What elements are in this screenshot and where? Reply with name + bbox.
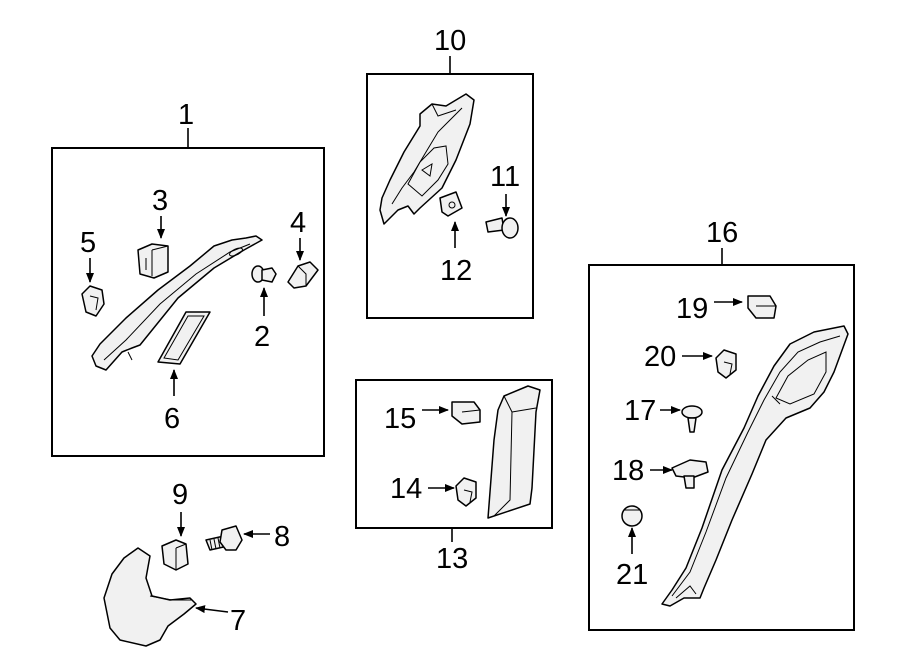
group-1-a-pillar-trim: 1 3 xyxy=(51,99,325,457)
group-16-c-pillar-trim: 16 19 20 17 xyxy=(588,217,855,631)
b-pillar-upper-trim xyxy=(379,93,475,225)
callout-4: 4 xyxy=(290,207,306,239)
pillar-trim-strip xyxy=(157,311,211,365)
bracket-part-9 xyxy=(161,539,189,571)
cap-part-21 xyxy=(621,505,643,527)
callout-6: 6 xyxy=(164,403,180,435)
callout-16: 16 xyxy=(706,217,738,249)
cap-part-4 xyxy=(287,261,319,289)
clip-part-3 xyxy=(137,243,169,279)
callout-18: 18 xyxy=(612,455,644,487)
callout-9: 9 xyxy=(172,479,188,511)
push-pin-part-17 xyxy=(681,405,703,433)
callout-3: 3 xyxy=(152,185,168,217)
cap-part-19 xyxy=(747,295,777,319)
clip-part-15 xyxy=(451,401,481,425)
callout-1: 1 xyxy=(178,99,194,131)
clip-nut-part-12 xyxy=(439,191,463,217)
callout-19: 19 xyxy=(676,293,708,325)
clip-part-18 xyxy=(671,459,709,489)
callout-20: 20 xyxy=(644,341,676,373)
callout-14: 14 xyxy=(390,473,422,505)
callout-21: 21 xyxy=(616,559,648,591)
callout-13: 13 xyxy=(436,543,468,575)
push-pin-part-11 xyxy=(485,217,519,239)
c-pillar-trim-panel xyxy=(661,325,849,607)
callout-10: 10 xyxy=(434,25,466,57)
callout-15: 15 xyxy=(384,403,416,435)
callout-8: 8 xyxy=(274,521,290,553)
b-pillar-lower-trim xyxy=(487,385,541,519)
clip-part-20 xyxy=(715,349,737,379)
a-pillar-trim-panel xyxy=(91,235,263,371)
callout-2: 2 xyxy=(254,321,270,353)
callout-7: 7 xyxy=(230,605,246,637)
push-pin-part-2 xyxy=(251,265,277,283)
callout-12: 12 xyxy=(440,255,472,287)
group-13-b-pillar-lower: 13 15 14 xyxy=(355,379,553,575)
callout-11: 11 xyxy=(490,161,520,193)
mud-flap-part-7 xyxy=(103,547,197,647)
callout-17: 17 xyxy=(624,395,656,427)
group-10-b-pillar-upper: 10 11 12 xyxy=(366,25,534,319)
loose-parts: 7 8 9 xyxy=(103,479,290,647)
clip-part-14 xyxy=(455,477,477,507)
group-13-box xyxy=(355,379,553,529)
clip-part-5 xyxy=(81,285,105,317)
callout-5: 5 xyxy=(80,227,96,259)
bolt-part-8 xyxy=(205,525,243,551)
